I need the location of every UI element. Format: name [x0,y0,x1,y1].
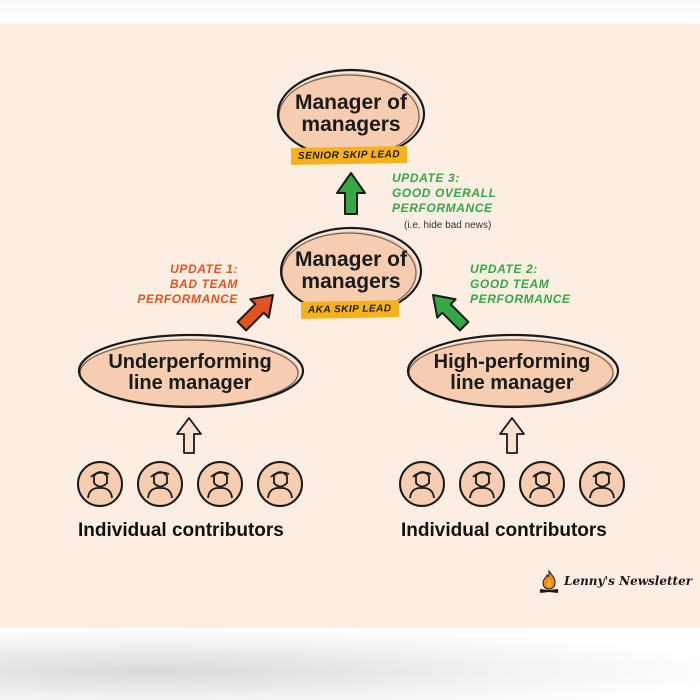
update2-arrow [432,294,470,332]
update1-arrow [236,294,274,332]
person-icon [257,461,303,507]
right-contributors-arrow [499,417,525,454]
underperforming-manager-node [77,333,305,409]
update3-label: UPDATE 3: GOOD OVERALL PERFORMANCE [392,171,497,215]
right-contributors [399,461,625,507]
top-band [0,0,700,24]
update2-label: UPDATE 2: GOOD TEAM PERFORMANCE [470,262,571,306]
person-icon [197,461,243,507]
update3-note: (i.e. hide bad news) [404,220,492,231]
high-performing-manager-node [406,333,620,409]
person-icon [579,461,625,507]
person-icon [399,461,445,507]
high-performing-manager-title: High-performing line manager [433,351,591,394]
person-icon [459,461,505,507]
senior-skip-lead-tag: SENIOR SKIP LEAD [290,145,408,166]
top-manager-title: Manager of managers [294,91,407,137]
person-icon [77,461,123,507]
underperforming-manager-title: Underperforming line manager [108,351,272,394]
brand-name: Lenny's Newsletter [564,574,693,588]
person-icon [137,461,183,507]
left-contributors-label: Individual contributors [78,520,284,541]
brand-logo: Lenny's Newsletter [538,569,692,593]
left-contributors [77,461,303,507]
blurred-background [0,628,700,700]
update1-label: UPDATE 1: BAD TEAM PERFORMANCE [137,262,238,306]
middle-manager-title: Manager of managers [294,248,407,294]
right-contributors-label: Individual contributors [401,520,607,541]
left-contributors-arrow [176,417,202,454]
update3-arrow [336,172,366,215]
skip-lead-tag: AKA SKIP LEAD [300,300,399,319]
campfire-icon [539,569,559,593]
person-icon [519,461,565,507]
